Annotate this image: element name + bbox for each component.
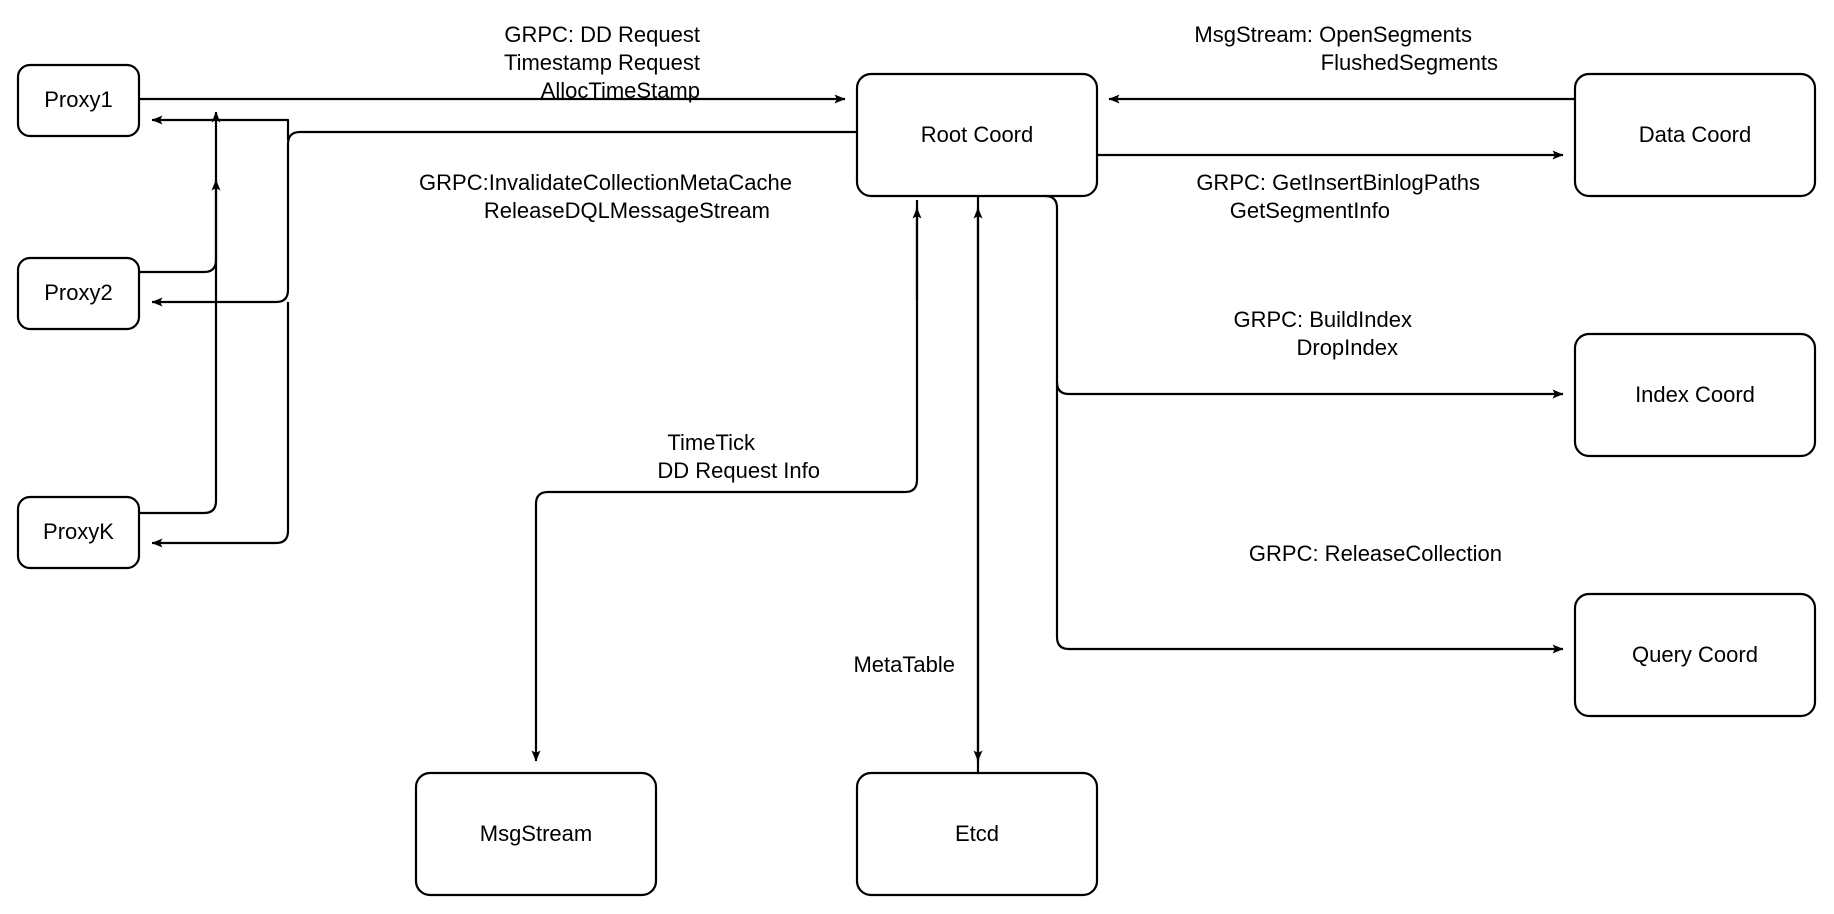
- node-proxyk-box[interactable]: [16, 495, 141, 570]
- node-querycoord[interactable]: Query Coord: [1573, 592, 1817, 718]
- node-proxy1-box[interactable]: [16, 63, 141, 138]
- node-msgstream[interactable]: MsgStream: [414, 771, 658, 897]
- label-rootcoord-to-msgstream-line-1: DD Request Info: [657, 458, 820, 483]
- node-proxyk[interactable]: ProxyK: [16, 495, 141, 570]
- label-rootcoord-to-datacoord-line-1: GetSegmentInfo: [1230, 198, 1390, 223]
- label-proxy-to-rootcoord: GRPC: DD Request Timestamp Request Alloc…: [504, 22, 700, 103]
- edge-rootcoord-to-msgstream: [531, 200, 919, 762]
- node-indexcoord-label: Index Coord: [1635, 382, 1755, 407]
- node-proxy1[interactable]: Proxy1: [16, 63, 141, 138]
- label-rootcoord-to-querycoord-line-0: GRPC: ReleaseCollection: [1249, 541, 1502, 566]
- edge-rootcoord-to-proxy1-arrow: [151, 115, 290, 140]
- node-etcd-box[interactable]: [855, 771, 1099, 897]
- label-rootcoord-to-msgstream: TimeTick DD Request Info: [657, 430, 820, 483]
- label-rootcoord-to-datacoord: GRPC: GetInsertBinlogPaths GetSegmentInf…: [1196, 170, 1480, 223]
- node-proxy2[interactable]: Proxy2: [16, 256, 141, 331]
- node-proxy1-label: Proxy1: [44, 87, 112, 112]
- edge-rootcoord-right-trunk: [1044, 194, 1059, 637]
- node-layer: Proxy1 Proxy2 ProxyK Root Coord Data Coo…: [16, 63, 1817, 897]
- node-rootcoord-box[interactable]: [855, 72, 1099, 198]
- node-proxy2-box[interactable]: [16, 256, 141, 331]
- label-rootcoord-to-indexcoord-line-0: GRPC: BuildIndex: [1233, 307, 1412, 332]
- node-proxy2-label: Proxy2: [44, 280, 112, 305]
- node-datacoord-box[interactable]: [1573, 72, 1817, 198]
- edge-proxyk-to-trunk: [139, 300, 218, 515]
- node-msgstream-label: MsgStream: [480, 821, 592, 846]
- label-rootcoord-to-msgstream-line-0: TimeTick: [667, 430, 756, 455]
- label-rootcoord-to-indexcoord-line-1: DropIndex: [1296, 335, 1398, 360]
- label-etcd-to-rootcoord: MetaTable: [853, 652, 955, 677]
- node-datacoord[interactable]: Data Coord: [1573, 72, 1817, 198]
- label-rootcoord-to-proxy-line-1: ReleaseDQLMessageStream: [484, 198, 770, 223]
- label-datacoord-to-rootcoord-line-1: FlushedSegments: [1321, 50, 1498, 75]
- node-msgstream-box[interactable]: [414, 771, 658, 897]
- edge-proxy2-to-trunk: [139, 179, 221, 274]
- label-rootcoord-to-querycoord: GRPC: ReleaseCollection: [1249, 541, 1502, 566]
- label-rootcoord-to-datacoord-line-0: GRPC: GetInsertBinlogPaths: [1196, 170, 1480, 195]
- label-datacoord-to-rootcoord-line-0: MsgStream: OpenSegments: [1194, 22, 1472, 47]
- node-datacoord-label: Data Coord: [1639, 122, 1752, 147]
- node-rootcoord-label: Root Coord: [921, 122, 1034, 147]
- label-etcd-to-rootcoord-line-0: MetaTable: [853, 652, 955, 677]
- node-rootcoord[interactable]: Root Coord: [855, 72, 1099, 198]
- label-proxy-to-rootcoord-line-0: GRPC: DD Request: [504, 22, 700, 47]
- label-datacoord-to-rootcoord: MsgStream: OpenSegments FlushedSegments: [1194, 22, 1498, 75]
- node-querycoord-label: Query Coord: [1632, 642, 1758, 667]
- label-rootcoord-to-proxy: GRPC:InvalidateCollectionMetaCache Relea…: [419, 170, 792, 223]
- edge-label-layer: GRPC: DD Request Timestamp Request Alloc…: [419, 22, 1502, 677]
- label-proxy-to-rootcoord-line-1: Timestamp Request: [504, 50, 700, 75]
- label-rootcoord-to-indexcoord: GRPC: BuildIndex DropIndex: [1233, 307, 1412, 360]
- node-proxyk-label: ProxyK: [43, 519, 114, 544]
- node-etcd-label: Etcd: [955, 821, 999, 846]
- edge-rootcoord-to-proxy1: [286, 130, 857, 145]
- edge-rootcoord-to-indexcoord: [1055, 381, 1564, 399]
- edge-rootcoord-to-querycoord: [1055, 636, 1564, 654]
- edge-rootcoord-to-proxyk: [151, 302, 290, 548]
- edge-rootcoord-to-proxy2: [151, 144, 290, 307]
- node-querycoord-box[interactable]: [1573, 592, 1817, 718]
- node-indexcoord[interactable]: Index Coord: [1573, 332, 1817, 458]
- label-rootcoord-to-proxy-line-0: GRPC:InvalidateCollectionMetaCache: [419, 170, 792, 195]
- node-indexcoord-box[interactable]: [1573, 332, 1817, 458]
- label-proxy-to-rootcoord-line-2: AllocTimeStamp: [541, 78, 700, 103]
- node-etcd[interactable]: Etcd: [855, 771, 1099, 897]
